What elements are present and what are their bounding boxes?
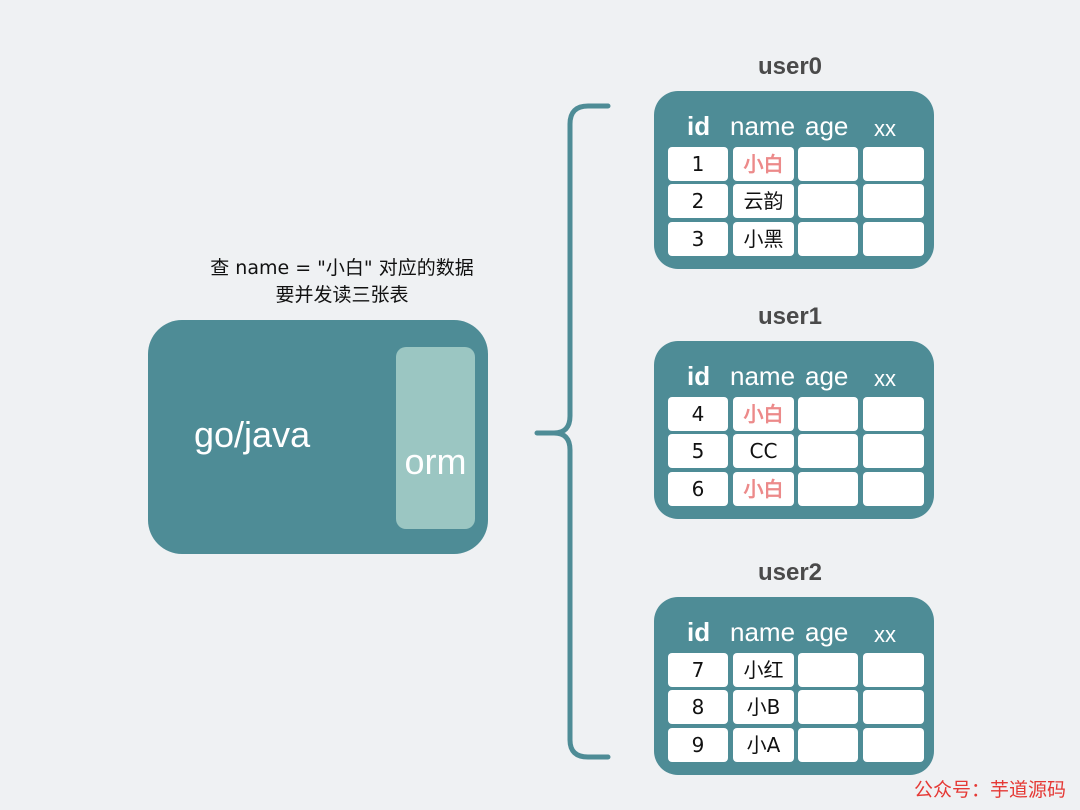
cell-name: 小B bbox=[733, 690, 794, 724]
cell-id: 1 bbox=[668, 147, 728, 181]
orm-label: orm bbox=[404, 441, 467, 482]
cell-name: 小白 bbox=[733, 472, 794, 506]
app-box: go/java orm bbox=[148, 320, 488, 554]
cell-xx bbox=[863, 222, 924, 256]
table-user0: id name age xx 1 小白 2 云韵 3 小黑 bbox=[654, 91, 934, 269]
column-header-age: age bbox=[805, 111, 849, 141]
cell-xx bbox=[863, 147, 924, 181]
watermark: 公众号：芋道源码 bbox=[913, 779, 1066, 801]
cell-xx bbox=[863, 728, 924, 762]
column-header-id: id bbox=[687, 111, 711, 141]
cell-age bbox=[798, 653, 858, 687]
cell-xx bbox=[863, 184, 924, 218]
caption-line-2: 要并发读三张表 bbox=[275, 284, 409, 306]
cell-id: 4 bbox=[668, 397, 728, 431]
cell-id: 5 bbox=[668, 434, 728, 468]
cell-xx bbox=[863, 434, 924, 468]
cell-name: 云韵 bbox=[733, 184, 794, 218]
cell-xx bbox=[863, 653, 924, 687]
cell-id: 2 bbox=[668, 184, 728, 218]
cell-xx bbox=[863, 472, 924, 506]
cell-id: 6 bbox=[668, 472, 728, 506]
column-header-age: age bbox=[805, 361, 849, 391]
table-user1: id name age xx 4 小白 5 CC 6 小白 bbox=[654, 341, 934, 519]
table-user2: id name age xx 7 小红 8 小B 9 小A bbox=[654, 597, 934, 775]
column-header-name: name bbox=[730, 361, 796, 391]
cell-name: 小A bbox=[733, 728, 794, 762]
column-header-id: id bbox=[687, 361, 711, 391]
cell-age bbox=[798, 184, 858, 218]
table-title-user2: user2 bbox=[757, 559, 823, 586]
cell-age bbox=[798, 690, 858, 724]
column-header-xx: xx bbox=[874, 116, 896, 141]
cell-name: 小白 bbox=[733, 147, 794, 181]
cell-name: 小黑 bbox=[733, 222, 794, 256]
table-title-user0: user0 bbox=[757, 53, 823, 80]
cell-age bbox=[798, 472, 858, 506]
column-header-xx: xx bbox=[874, 622, 896, 647]
orm-box: orm bbox=[396, 347, 475, 529]
cell-id: 8 bbox=[668, 690, 728, 724]
cell-xx bbox=[863, 397, 924, 431]
cell-name: 小白 bbox=[733, 397, 794, 431]
cell-id: 7 bbox=[668, 653, 728, 687]
caption-line-1: 查 name = "小白" 对应的数据 bbox=[210, 257, 474, 279]
cell-age bbox=[798, 147, 858, 181]
cell-age bbox=[798, 728, 858, 762]
column-header-name: name bbox=[730, 617, 796, 647]
column-header-id: id bbox=[687, 617, 711, 647]
column-header-age: age bbox=[805, 617, 849, 647]
cell-id: 3 bbox=[668, 222, 728, 256]
cell-xx bbox=[863, 690, 924, 724]
table-title-user1: user1 bbox=[757, 303, 823, 330]
cell-name: 小红 bbox=[733, 653, 794, 687]
cell-age bbox=[798, 222, 858, 256]
cell-id: 9 bbox=[668, 728, 728, 762]
app-label: go/java bbox=[194, 414, 311, 455]
cell-name: CC bbox=[733, 434, 794, 468]
column-header-name: name bbox=[730, 111, 796, 141]
column-header-xx: xx bbox=[874, 366, 896, 391]
cell-age bbox=[798, 397, 858, 431]
cell-age bbox=[798, 434, 858, 468]
